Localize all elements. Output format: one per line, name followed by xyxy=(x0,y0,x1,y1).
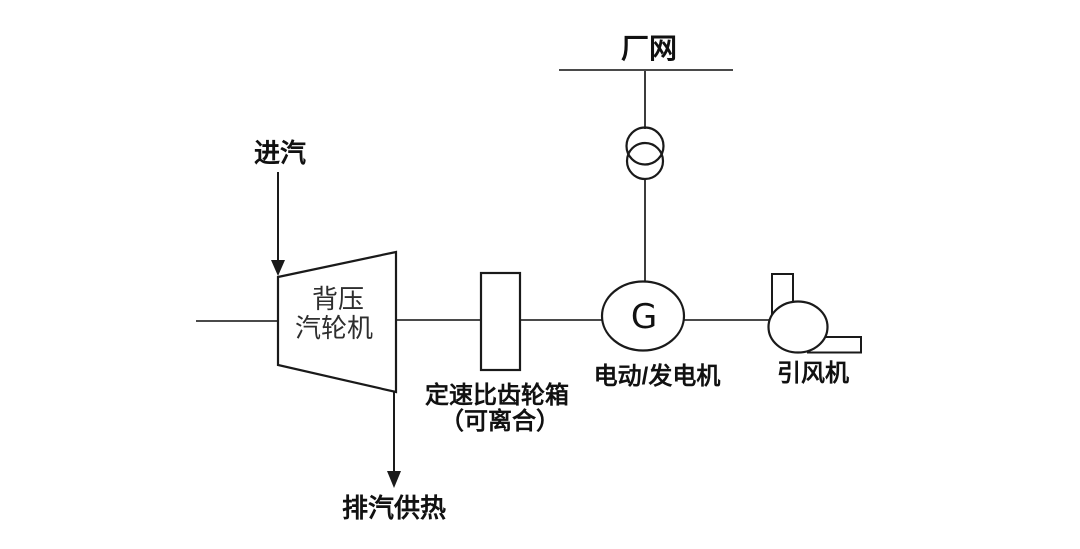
steam-inlet: 进汽 xyxy=(254,138,306,276)
back-pressure-turbine: 背压 汽轮机 xyxy=(276,250,398,394)
transformer-symbol xyxy=(625,126,665,181)
motor-generator: G 电动/发电机 xyxy=(594,280,721,390)
exhaust-arrowhead-icon xyxy=(387,471,401,488)
steam-inlet-arrowhead-icon xyxy=(271,260,285,276)
generator-body xyxy=(600,280,686,352)
turbine-label-line2: 汽轮机 xyxy=(295,314,373,344)
gearbox-label-line2: （可离合） xyxy=(440,407,560,435)
turbine-label-line1: 背压 xyxy=(312,285,364,315)
steam-inlet-label: 进汽 xyxy=(254,138,306,168)
plant-grid-busbar: 厂网 xyxy=(559,33,733,71)
fan-label: 引风机 xyxy=(777,360,849,387)
exhaust-steam-heating: 排汽供热 xyxy=(342,392,446,523)
transformer-upper-coil xyxy=(625,126,665,166)
gearbox-body xyxy=(479,271,522,372)
turbine-body xyxy=(276,250,398,394)
induced-draft-fan: 引风机 xyxy=(767,273,862,387)
exhaust-heating-label: 排汽供热 xyxy=(342,493,446,523)
plant-grid-label: 厂网 xyxy=(621,33,677,64)
motor-generator-label: 电动/发电机 xyxy=(594,362,721,390)
fan-casing xyxy=(767,300,829,354)
gearbox: 定速比齿轮箱 （可离合） xyxy=(425,271,569,435)
gearbox-label-line1: 定速比齿轮箱 xyxy=(425,381,569,409)
generator-symbol-letter: G xyxy=(631,297,657,337)
